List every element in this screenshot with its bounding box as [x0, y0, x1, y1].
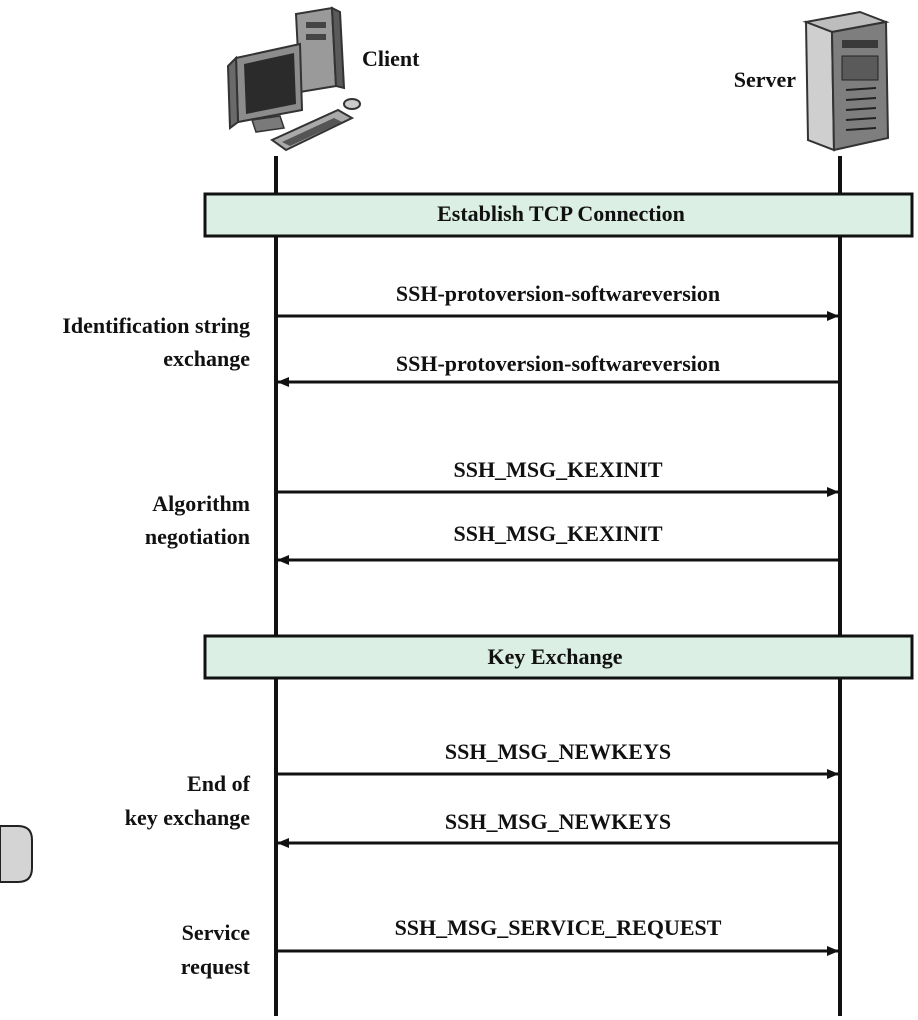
phase-band-box	[203, 192, 914, 238]
edge-tab	[0, 825, 33, 883]
stage-label-identification-line-1: Identification string	[62, 313, 250, 338]
phase-band-box	[203, 634, 914, 680]
desktop-computer-icon	[226, 6, 361, 152]
client-label: Client	[362, 46, 420, 71]
message-label: SSH_MSG_NEWKEYS	[445, 809, 671, 834]
message-label: SSH_MSG_KEXINIT	[453, 457, 662, 482]
message-arrow: SSH_MSG_SERVICE_REQUEST	[276, 915, 839, 956]
message-arrow: SSH_MSG_NEWKEYS	[277, 809, 840, 848]
stage-label-service-request-line-2: request	[181, 954, 251, 979]
phase-band-establish-tcp: Establish TCP Connection	[203, 192, 914, 238]
stage-label-end-of-key-exchange-line-2: key exchange	[125, 805, 251, 830]
server-label: Server	[734, 67, 797, 92]
phase-band-key-exchange: Key Exchange	[203, 634, 914, 680]
phase-band-label: Key Exchange	[487, 644, 622, 669]
message-label: SSH_MSG_KEXINIT	[453, 521, 662, 546]
message-arrow: SSH_MSG_KEXINIT	[277, 521, 840, 565]
message-arrow: SSH_MSG_KEXINIT	[276, 457, 839, 497]
message-arrow: SSH_MSG_NEWKEYS	[276, 739, 839, 779]
message-arrow: SSH-protoversion-softwareversion	[277, 351, 840, 387]
stage-label-end-of-key-exchange-line-1: End of	[187, 771, 251, 796]
stage-label-service-request-line-1: Service	[182, 920, 251, 945]
message-label: SSH_MSG_SERVICE_REQUEST	[395, 915, 722, 940]
message-label: SSH-protoversion-softwareversion	[396, 281, 720, 306]
message-label: SSH_MSG_NEWKEYS	[445, 739, 671, 764]
message-arrow: SSH-protoversion-softwareversion	[276, 281, 839, 321]
phase-band-label: Establish TCP Connection	[437, 201, 685, 226]
message-label: SSH-protoversion-softwareversion	[396, 351, 720, 376]
stage-label-algorithm-line-1: Algorithm	[152, 491, 250, 516]
server-tower-icon	[802, 10, 890, 152]
stage-label-algorithm-line-2: negotiation	[145, 524, 250, 549]
stage-label-identification-line-2: exchange	[163, 346, 250, 371]
